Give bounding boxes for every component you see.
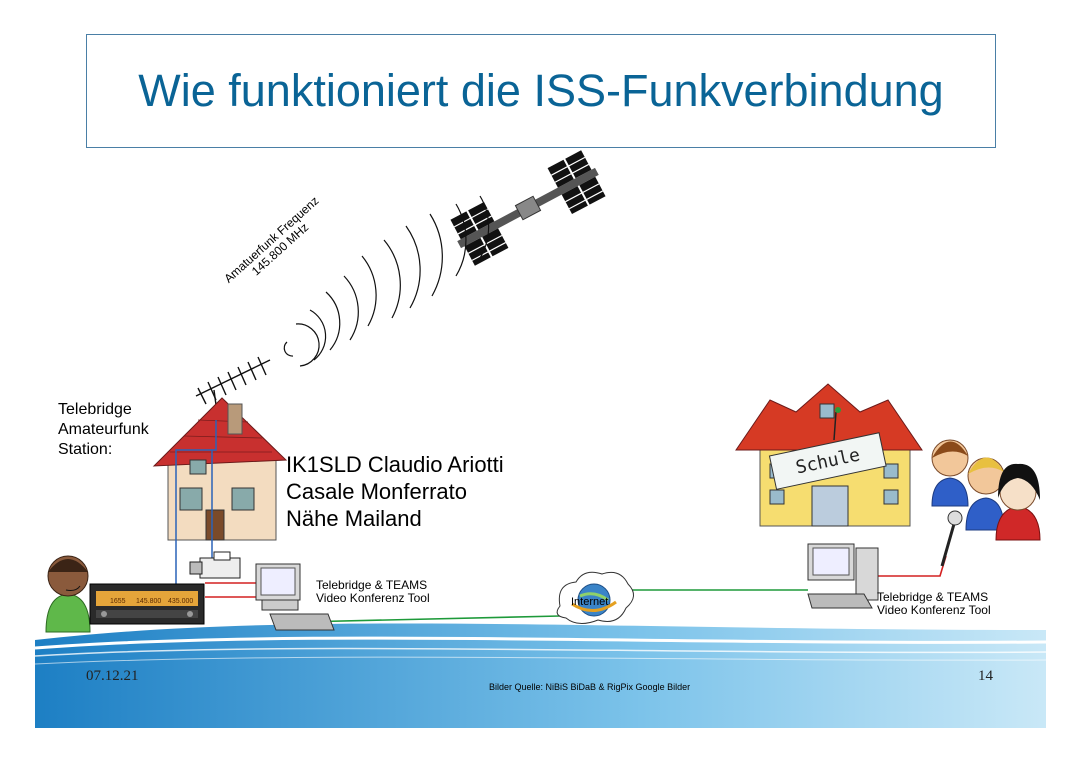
station-label-line3: Station:: [58, 441, 113, 458]
students-icon: [931, 439, 1041, 541]
iss-satellite-icon: [450, 150, 606, 266]
footer-date: 07.12.21: [86, 668, 139, 684]
station-name: IK1SLD Claudio Ariotti Casale Monferrato…: [286, 451, 504, 532]
tool-right-line1: Telebridge & TEAMS: [877, 590, 989, 604]
computer-right-icon: [807, 543, 879, 609]
footer-image-source: Bilder Quelle: NiBiS BiDaB & RigPix Goog…: [489, 682, 691, 692]
school-sign: [768, 432, 887, 490]
house-icon: [152, 397, 288, 541]
station-label: Telebridge Amateurfunk Station:: [58, 400, 178, 460]
station-label-line2: Amateurfunk: [58, 421, 149, 438]
yagi-antenna-icon: [195, 356, 271, 421]
station-label-line1: Telebridge: [58, 401, 132, 418]
camcorder-icon: [189, 551, 241, 579]
tool-label-left: Telebridge & TEAMS Video Konferenz Tool: [316, 579, 430, 605]
footer-wave: [34, 623, 1047, 728]
tool-left-line2: Video Konferenz Tool: [316, 591, 430, 605]
computer-left-icon: [255, 563, 335, 631]
internet-label: Internet: [571, 596, 608, 608]
footer-page-number: 14: [978, 668, 993, 684]
internet-cloud-icon: [556, 571, 634, 624]
slide-title: Wie funktioniert die ISS-Funkverbindung: [138, 65, 944, 116]
microphone-icon: [940, 510, 963, 567]
station-name-line3: Nähe Mailand: [286, 506, 422, 531]
tool-left-line1: Telebridge & TEAMS: [316, 578, 428, 592]
title-box: Wie funktioniert die ISS-Funkverbindung: [86, 34, 996, 148]
tool-label-right: Telebridge & TEAMS Video Konferenz Tool: [877, 591, 991, 617]
person-left-icon: [45, 555, 91, 633]
radio-waves: [283, 195, 490, 367]
station-name-line1: IK1SLD Claudio Ariotti: [286, 452, 504, 477]
radio-display-mid: 145.800: [136, 598, 161, 605]
tool-right-line2: Video Konferenz Tool: [877, 603, 991, 617]
cables: [205, 555, 947, 623]
station-name-line2: Casale Monferrato: [286, 479, 467, 504]
antenna-cable: [175, 420, 217, 585]
radio-display-left: 1655: [110, 598, 126, 605]
radio-display-right: 435.000: [168, 598, 193, 605]
radio-transceiver-icon: [89, 583, 205, 625]
